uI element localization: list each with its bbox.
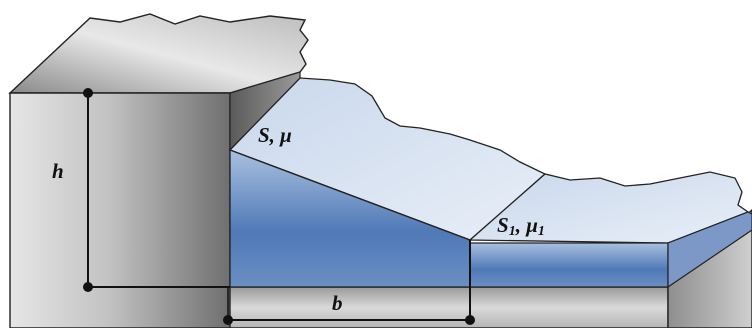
height-label: h <box>52 159 64 183</box>
wall-front-face <box>9 92 231 328</box>
lower-surface-label-main: S <box>497 213 509 237</box>
lower-surface-top <box>468 171 750 244</box>
upper-surface-top <box>228 77 547 241</box>
width-label: b <box>332 291 343 315</box>
width-dimension-right-dot <box>465 315 475 325</box>
wall-top-face <box>8 13 309 94</box>
upper-surface-label: S, μ <box>258 123 292 147</box>
lower-surface-label-sep: , μ <box>515 213 538 237</box>
lower-surface-label-main-sub: 1 <box>509 224 516 239</box>
lower-surface-label-sub: 1 <box>538 224 545 239</box>
base-block-front <box>227 286 669 328</box>
width-dimension-left-dot <box>223 315 233 325</box>
lower-surface-label: S1, μ1 <box>497 213 545 239</box>
height-dimension-top-dot <box>83 88 93 98</box>
lower-slab-right-side <box>667 211 752 289</box>
lower-slab-front <box>469 242 669 288</box>
